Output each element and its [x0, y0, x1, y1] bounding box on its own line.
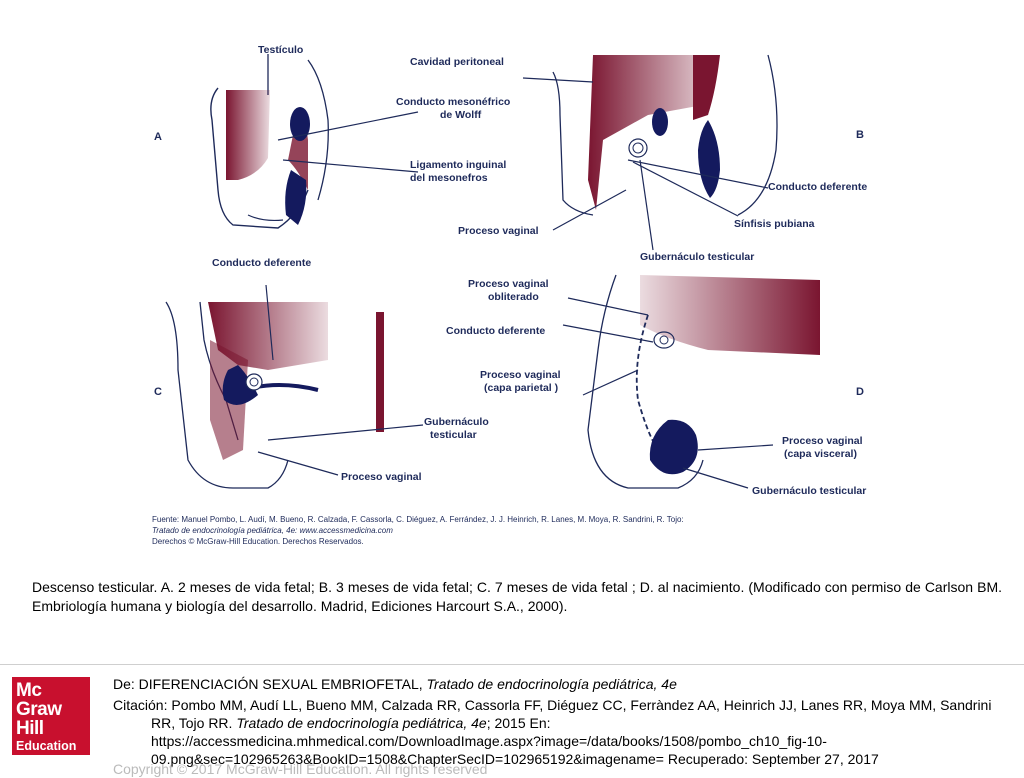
- embryology-figure: A B C D Testículo Cavidad peritoneal Con…: [148, 40, 870, 548]
- testis-c: [222, 365, 258, 405]
- figure-caption: Descenso testicular. A. 2 meses de vida …: [32, 579, 1002, 614]
- from-book: Tratado de endocrinología pediátrica, 4e: [426, 676, 677, 692]
- logo-line-2: Graw: [16, 699, 62, 720]
- panel-letter-b: B: [856, 129, 864, 141]
- tissue-c: [208, 302, 328, 370]
- label-proceso-parietal-2: (capa parietal ): [484, 382, 558, 394]
- citation-prefix: Citación: Pombo MM, Audí LL, Bueno MM, C…: [113, 697, 992, 713]
- label-proceso-obliterado: Proceso vaginal: [468, 278, 549, 290]
- citation-book: Tratado de endocrinología pediátrica, 4e: [236, 715, 487, 731]
- tissue-d: [640, 275, 820, 355]
- logo-line-1: Mc: [16, 680, 42, 701]
- label-proceso-visceral-2: (capa visceral): [784, 448, 857, 460]
- label-proceso-vaginal-c: Proceso vaginal: [341, 471, 422, 483]
- label-conducto-deferente-d: Conducto deferente: [446, 325, 545, 337]
- panel-a: [210, 54, 419, 229]
- citation: Citación: Pombo MM, Audí LL, Bueno MM, C…: [113, 696, 1008, 768]
- label-sinfisis-pubiana: Sínfisis pubiana: [734, 218, 815, 230]
- mcgraw-hill-logo: Mc Graw Hill Education: [12, 677, 90, 755]
- label-proceso-vaginal-b: Proceso vaginal: [458, 225, 539, 237]
- logo-line-4: Education: [16, 739, 77, 753]
- testis-b: [698, 120, 720, 198]
- label-gubernaculo-b: Gubernáculo testicular: [640, 251, 754, 263]
- panel-letter-c: C: [154, 386, 162, 398]
- label-proceso-parietal: Proceso vaginal: [480, 369, 561, 381]
- footer-divider: [0, 664, 1024, 665]
- label-gubernaculo-c: Gubernáculo: [424, 416, 489, 428]
- label-testiculo: Testículo: [258, 44, 303, 56]
- from-prefix: De: DIFERENCIACIÓN SEXUAL EMBRIOFETAL,: [113, 676, 427, 692]
- panel-letter-d: D: [856, 386, 864, 398]
- citation-indent: RR, Tojo RR. Tratado de endocrinología p…: [113, 714, 1008, 732]
- citation-year: ; 2015 En:: [486, 715, 551, 731]
- panel-d: [562, 274, 820, 489]
- source-line-2: Tratado de endocrinología pediátrica, 4e…: [152, 526, 393, 535]
- panel-b: [522, 54, 778, 251]
- panel-c: [165, 284, 424, 489]
- label-cavidad-peritoneal: Cavidad peritoneal: [410, 56, 504, 68]
- label-conducto-mesonefrico-2: de Wolff: [440, 109, 482, 121]
- copyright: Copyright © 2017 McGraw-Hill Education. …: [113, 761, 488, 777]
- label-conducto-deferente-c: Conducto deferente: [212, 257, 311, 269]
- testis-a: [290, 107, 310, 141]
- citation-authors-end: RR, Tojo RR.: [151, 715, 237, 731]
- tissue-b: [588, 55, 718, 210]
- label-proceso-visceral: Proceso vaginal: [782, 435, 863, 447]
- source-line-1: Fuente: Manuel Pombo, L. Audí, M. Bueno,…: [152, 515, 684, 524]
- label-gubernaculo-d: Gubernáculo testicular: [752, 485, 866, 497]
- source-line-3: Derechos © McGraw-Hill Education. Derech…: [152, 537, 364, 546]
- label-ligamento-inguinal: Ligamento inguinal: [410, 159, 506, 171]
- citation-url-2[interactable]: 09.png&sec=102965263&BookID=1508&Chapter…: [151, 751, 879, 767]
- label-gubernaculo-c-2: testicular: [430, 429, 477, 441]
- logo-line-3: Hill: [16, 718, 44, 739]
- label-ligamento-inguinal-2: del mesonefros: [410, 172, 488, 184]
- tissue-a: [226, 90, 270, 180]
- testis-d: [649, 419, 698, 475]
- label-conducto-mesonefrico: Conducto mesonéfrico: [396, 96, 510, 108]
- label-proceso-obliterado-2: obliterado: [488, 291, 539, 303]
- label-conducto-deferente-b: Conducto deferente: [768, 181, 867, 193]
- panel-letter-a: A: [154, 131, 162, 143]
- source-from: De: DIFERENCIACIÓN SEXUAL EMBRIOFETAL, T…: [113, 675, 677, 693]
- citation-url[interactable]: https://accessmedicina.mhmedical.com/Dow…: [151, 733, 827, 749]
